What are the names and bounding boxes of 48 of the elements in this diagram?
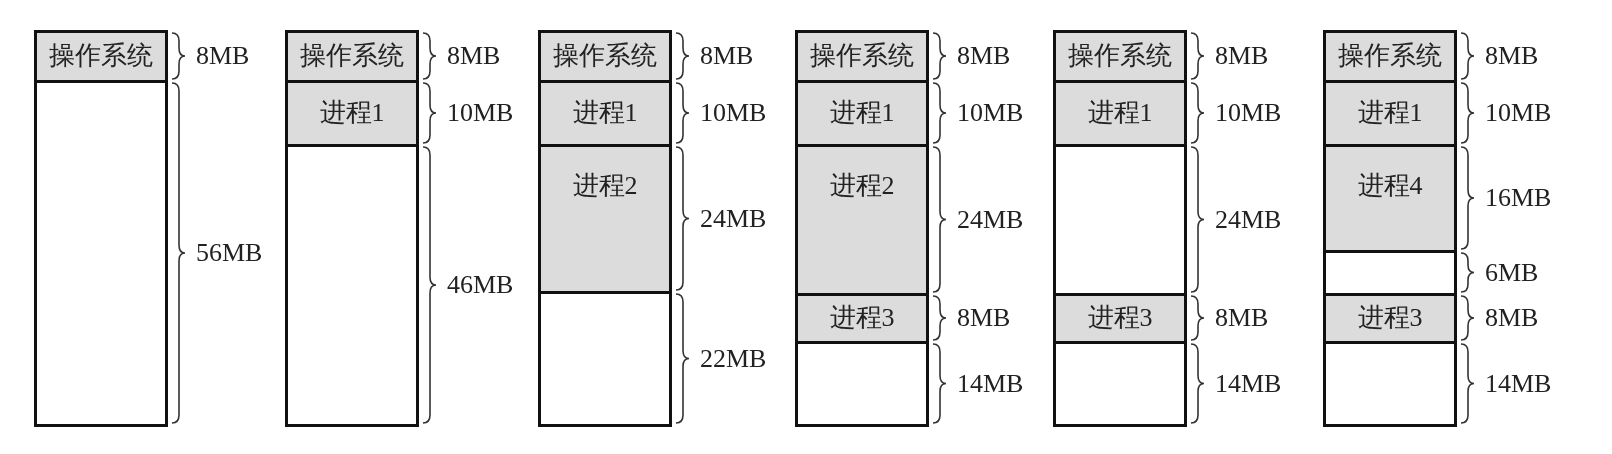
block-label: 操作系统 (810, 43, 914, 69)
block-label: 进程1 (572, 100, 638, 126)
block-label: 进程3 (1087, 305, 1153, 331)
block-label: 操作系统 (300, 43, 404, 69)
block-label: 操作系统 (1338, 43, 1442, 69)
size-label: 24MB (700, 205, 767, 232)
size-label: 24MB (957, 206, 1024, 233)
size-label: 10MB (447, 100, 514, 126)
size-label: 10MB (1485, 100, 1552, 126)
size-label: 14MB (1485, 370, 1552, 397)
block-label: 进程4 (1357, 172, 1423, 199)
size-label: 10MB (1215, 100, 1282, 126)
size-label: 24MB (1215, 206, 1282, 233)
size-label: 14MB (957, 370, 1024, 397)
block-label: 操作系统 (49, 43, 153, 69)
block-label: 进程1 (319, 100, 385, 126)
size-label: 14MB (1215, 370, 1282, 397)
memory-block (538, 29, 672, 83)
block-label: 进程1 (829, 100, 895, 126)
memory-block (795, 29, 929, 83)
size-label: 10MB (957, 100, 1024, 126)
size-label: 8MB (1485, 43, 1539, 69)
size-label: 8MB (957, 43, 1011, 69)
size-label: 6MB (1485, 259, 1539, 286)
memory-block (285, 29, 419, 83)
size-label: 16MB (1485, 185, 1552, 211)
block-label: 进程2 (572, 172, 638, 199)
size-label: 22MB (700, 345, 767, 372)
memory-block (34, 29, 168, 83)
size-label: 8MB (1215, 305, 1269, 331)
size-label: 10MB (700, 100, 767, 126)
block-label: 进程1 (1357, 100, 1423, 126)
block-label: 进程1 (1087, 100, 1153, 126)
block-label: 操作系统 (553, 43, 657, 69)
block-label: 操作系统 (1068, 43, 1172, 69)
size-label: 56MB (196, 240, 263, 266)
block-label: 进程3 (829, 305, 895, 331)
memory-block (1323, 29, 1457, 83)
size-label: 8MB (957, 305, 1011, 331)
size-label: 8MB (700, 43, 754, 69)
size-label: 8MB (196, 43, 250, 69)
size-label: 8MB (447, 43, 501, 69)
size-label: 8MB (1485, 305, 1539, 331)
size-label: 8MB (1215, 43, 1269, 69)
size-label: 46MB (447, 272, 514, 298)
block-label: 进程3 (1357, 305, 1423, 331)
block-label: 进程2 (829, 172, 895, 199)
memory-block (1053, 29, 1187, 83)
